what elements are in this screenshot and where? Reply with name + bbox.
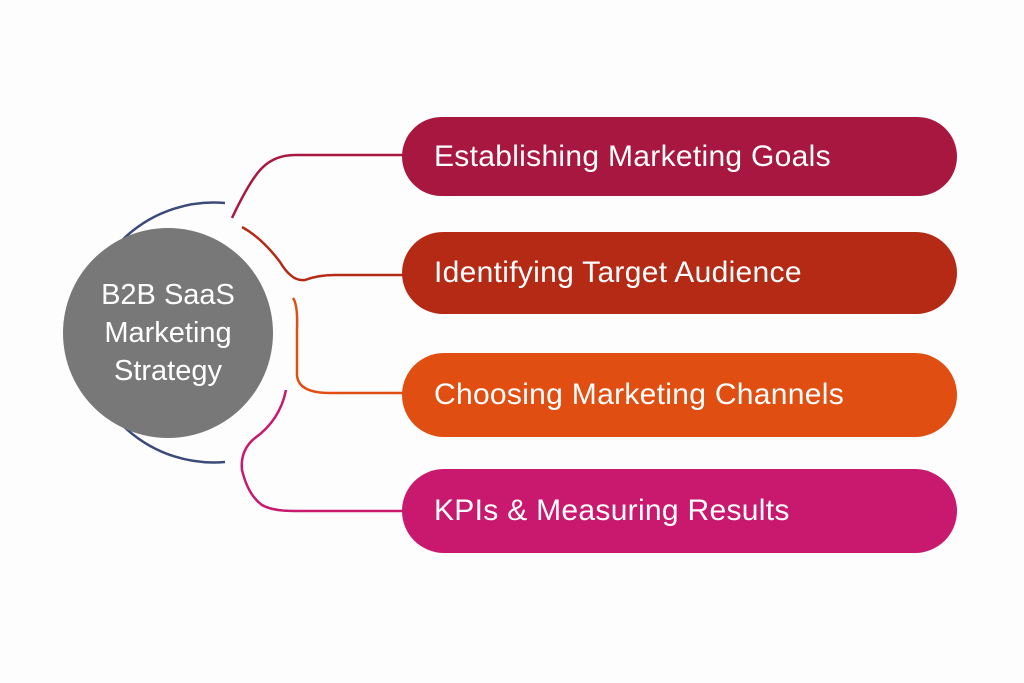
- node-marketing-goals: Establishing Marketing Goals: [402, 117, 957, 196]
- connector-goals: [230, 153, 404, 219]
- connector-channels: [291, 297, 404, 395]
- node-label: Establishing Marketing Goals: [434, 139, 831, 173]
- node-label: Choosing Marketing Channels: [434, 378, 844, 411]
- center-line: B2B SaaS: [101, 279, 235, 311]
- center-line: Strategy: [114, 355, 222, 387]
- node-label: Identifying Target Audience: [434, 256, 802, 289]
- center-node: B2B SaaS Marketing Strategy: [63, 228, 273, 438]
- node-target-audience: Identifying Target Audience: [402, 232, 957, 314]
- node-marketing-channels: Choosing Marketing Channels: [402, 353, 957, 437]
- node-label: KPIs & Measuring Results: [434, 494, 790, 527]
- center-line: Marketing: [104, 317, 232, 349]
- node-kpis: KPIs & Measuring Results: [402, 469, 957, 553]
- connector-kpis: [240, 389, 404, 513]
- connector-audience: [241, 225, 404, 282]
